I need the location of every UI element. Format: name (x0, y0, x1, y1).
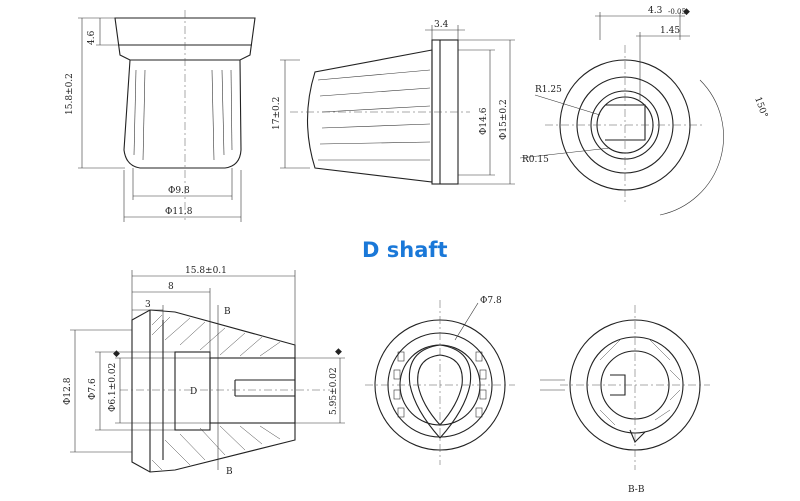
end-width-sub-dim: 1.45 (660, 26, 680, 36)
bottom-dia-7-8-dim: Φ7.8 (480, 296, 502, 306)
end-radius-2-dim: R0.15 (522, 155, 549, 165)
front-view: 15.8±0.2 4.6 Φ9.8 Φ11.8 (65, 10, 256, 222)
section-total-length-dim: 15.8±0.1 (185, 266, 227, 276)
side-dia-outer-dim: Φ15±0.2 (499, 99, 509, 140)
section-diamond-mark-left: ◆ (113, 349, 120, 359)
side-dia-inner-dim: Φ14.6 (479, 107, 489, 135)
bb-hatching (599, 339, 681, 426)
side-height-dim: 17±0.2 (272, 97, 282, 130)
end-tol-top-dim: -0.05 (668, 8, 686, 16)
section-dia-12-8-dim: Φ12.8 (63, 377, 73, 405)
section-dia-7-6-dim: Φ7.6 (88, 378, 98, 400)
end-angle-dim: 150° (752, 96, 769, 120)
section-len-8-dim: 8 (168, 282, 174, 292)
front-top-height-dim: 4.6 (87, 30, 97, 45)
section-inner-label: D (190, 387, 197, 397)
end-view: 4.3 -0.05 ◆ 1.45 R1.25 R0.15 150° (519, 6, 769, 216)
end-width-top-dim: 4.3 (648, 6, 663, 16)
section-diamond-mark-right: ◆ (335, 347, 342, 357)
section-view: 15.8±0.1 8 3 B B Φ12.8 Φ7.6 Φ6.1±0.02 5.… (63, 266, 345, 477)
section-len-3-dim: 3 (145, 300, 151, 310)
section-mark-bottom: B (226, 467, 233, 477)
side-view: 3.4 17±0.2 Φ14.6 Φ15±0.2 (272, 20, 515, 185)
side-length-dim: 3.4 (434, 20, 449, 30)
front-height-dim: 15.8±0.2 (65, 73, 75, 115)
section-dia-6-1-dim: Φ6.1±0.02 (108, 363, 118, 412)
front-inner-dia-dim: Φ9.8 (168, 186, 190, 196)
section-hatching (151, 314, 281, 471)
front-outer-dia-dim: Φ11.8 (165, 207, 193, 217)
end-diamond-mark: ◆ (683, 7, 690, 17)
drawing-title: D shaft (362, 238, 448, 262)
section-bb-view: B-B (540, 305, 710, 495)
section-bb-label: B-B (628, 485, 645, 495)
end-radius-1-dim: R1.25 (535, 85, 562, 95)
bottom-view: Φ7.8 (365, 296, 515, 465)
section-mark-top: B (224, 307, 231, 317)
section-dia-5-95-dim: 5.95±0.02 (329, 367, 339, 415)
